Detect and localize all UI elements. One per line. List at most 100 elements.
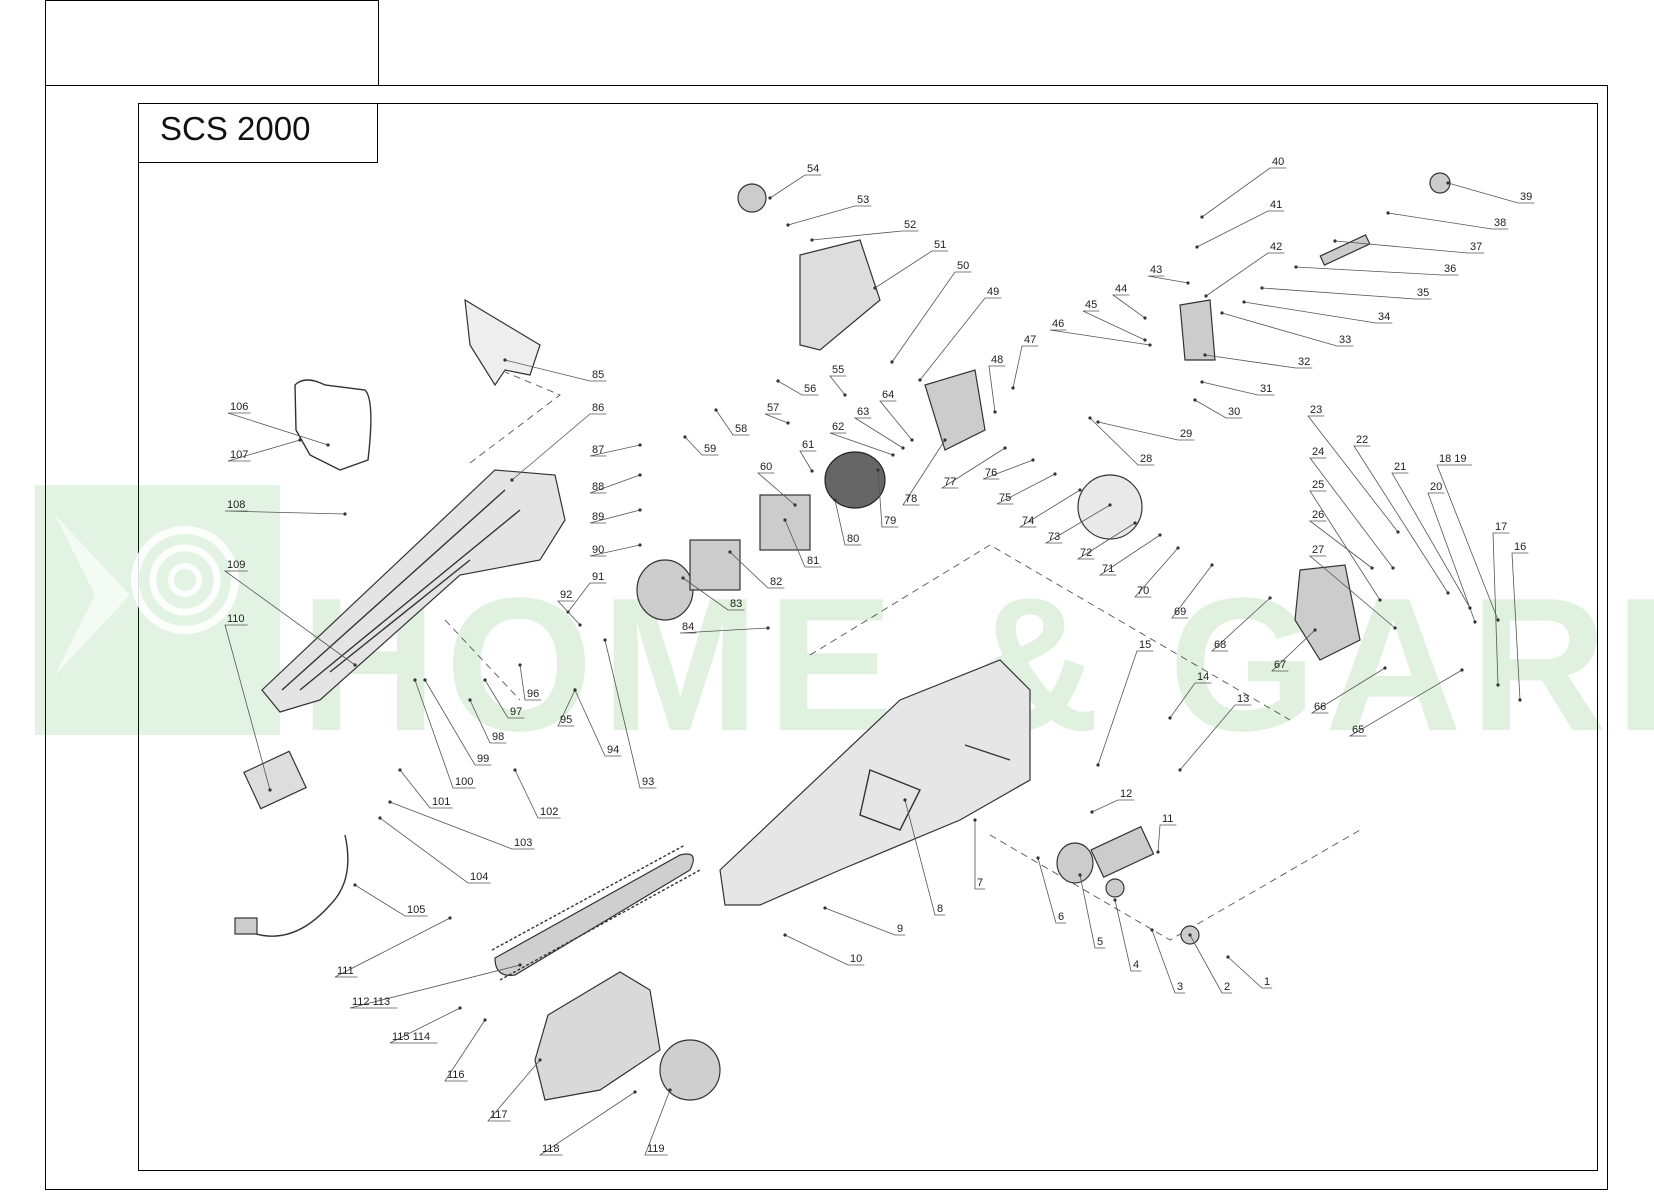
callout-leader (787, 205, 872, 226)
callout-leader (604, 639, 657, 789)
callout-leader (1205, 252, 1285, 297)
callout-anchor (714, 408, 718, 412)
callout-anchor (910, 438, 914, 442)
callout-leader (511, 413, 607, 481)
callout-anchor (873, 286, 877, 290)
callout-leader (1196, 210, 1285, 248)
callout-number: 20 (1430, 481, 1442, 493)
callout-anchor (1193, 398, 1197, 402)
callout-number: 44 (1115, 283, 1127, 295)
callout-number: 53 (857, 194, 869, 206)
callout-anchor (918, 378, 922, 382)
callout-leader (1114, 899, 1142, 972)
callout-anchor (448, 916, 452, 920)
callout-number: 112 113 (352, 996, 390, 1008)
callout-number: 39 (1520, 191, 1532, 203)
callout-number: 27 (1312, 544, 1324, 556)
callout-anchor (1313, 628, 1317, 632)
callout-number: 107 (230, 449, 248, 461)
callout-anchor (1178, 768, 1182, 772)
callout-number: 52 (904, 219, 916, 231)
callout-leader (1044, 504, 1111, 544)
callout-leader (1309, 457, 1394, 569)
callout-number: 71 (1102, 563, 1114, 575)
callout-leader (1018, 489, 1081, 528)
callout-leader (1079, 874, 1106, 949)
callout-leader (974, 820, 986, 890)
callout-anchor (1203, 353, 1207, 357)
callout-anchor (1383, 666, 1387, 670)
callout-leader (1511, 552, 1529, 701)
callout-number: 26 (1312, 509, 1324, 521)
callout-leader (1308, 555, 1396, 629)
callout-leader (514, 769, 561, 819)
callout-anchor (1260, 286, 1264, 290)
callout-leader (1194, 399, 1243, 419)
callout-leader (729, 551, 785, 589)
callout-leader (589, 474, 641, 494)
assembly-guide-line (809, 544, 1291, 721)
callout-anchor (668, 1088, 672, 1092)
callout-anchor (1496, 683, 1500, 687)
callout-number: 24 (1312, 446, 1324, 458)
callout-leader (1447, 182, 1535, 204)
callout-number: 4 (1133, 959, 1139, 971)
callout-number: 23 (1310, 404, 1322, 416)
callout-anchor (890, 360, 894, 364)
callout-anchor (1204, 294, 1208, 298)
callout-anchor (843, 393, 847, 397)
callout-anchor (1096, 763, 1100, 767)
washer (1105, 878, 1125, 898)
callout-leader (1049, 329, 1151, 346)
callout-number: 22 (1356, 434, 1368, 446)
callout-number: 17 (1495, 521, 1507, 533)
callout-leader (1134, 547, 1179, 598)
callout-anchor (1158, 533, 1162, 537)
callout-number: 14 (1197, 671, 1209, 683)
callout-number: 34 (1378, 311, 1390, 323)
callout-number: 99 (477, 753, 489, 765)
callout-number: 13 (1237, 693, 1249, 705)
callout-anchor (1200, 215, 1204, 219)
callout-number: 2 (1224, 981, 1230, 993)
callout-leader (1171, 564, 1213, 619)
callout-leader (1391, 472, 1471, 609)
callout-anchor (1446, 181, 1450, 185)
callout-leader (1308, 520, 1373, 569)
callout-number: 68 (1214, 639, 1226, 651)
callout-leader (1353, 445, 1449, 594)
callout-number: 106 (230, 401, 248, 413)
callout-anchor (1391, 566, 1395, 570)
callout-leader (1097, 421, 1195, 441)
callout-anchor (1176, 546, 1180, 550)
callout-number: 62 (832, 421, 844, 433)
callout-leader (684, 436, 719, 456)
callout-leader (414, 679, 476, 789)
callout-anchor (398, 768, 402, 772)
callout-leader (764, 413, 789, 424)
callout-anchor (1031, 458, 1035, 462)
callout-leader (919, 297, 1002, 381)
callout-number: 3 (1177, 981, 1183, 993)
callout-anchor (1496, 618, 1500, 622)
callout-leader (1147, 275, 1189, 284)
callout-anchor (1333, 239, 1337, 243)
callout-anchor (1148, 343, 1152, 347)
callout-number: 101 (432, 796, 450, 808)
callout-leader (982, 459, 1034, 480)
callout-anchor (268, 788, 272, 792)
field-coil (689, 539, 741, 591)
callout-leader (784, 519, 822, 568)
callout-leader (1076, 522, 1136, 560)
callout-number: 95 (560, 714, 572, 726)
callout-number: 43 (1150, 264, 1162, 276)
callout-anchor (810, 238, 814, 242)
callout-number: 111 (337, 965, 354, 977)
callout-number: 37 (1470, 241, 1482, 253)
callout-anchor (728, 550, 732, 554)
callout-anchor (833, 498, 837, 502)
callout-anchor (783, 933, 787, 937)
sprocket-cover (534, 971, 661, 1101)
